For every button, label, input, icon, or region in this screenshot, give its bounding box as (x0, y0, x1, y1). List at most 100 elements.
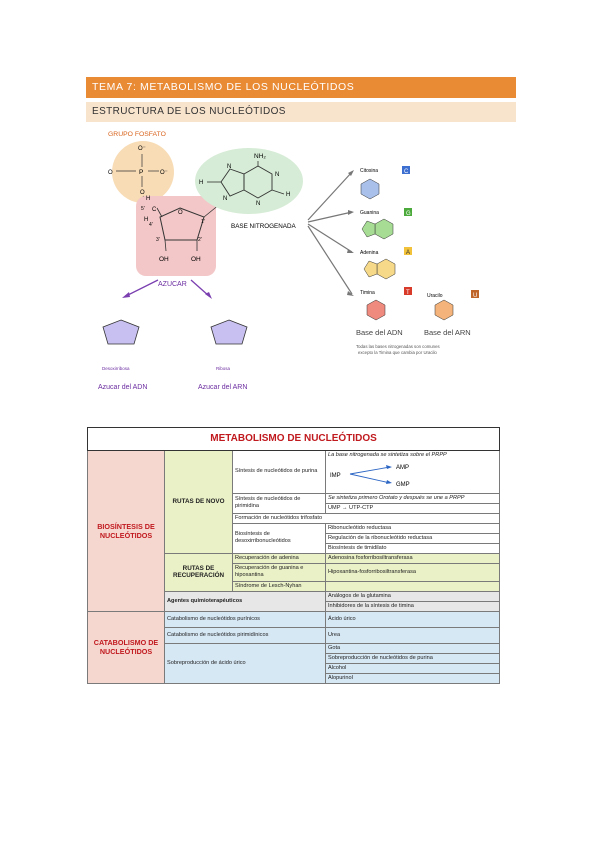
atom-c3-label: 3' (156, 237, 160, 243)
atom-h-3: H (199, 180, 203, 186)
base-highlight (195, 148, 303, 214)
phosphate-group-highlight (112, 141, 174, 203)
table-row: CATABOLISMO DE NUCLEÓTIDOS Catabolismo d… (87, 610, 501, 684)
table-row: Recuperación de guanina e hipoxantina Hi… (88, 562, 501, 582)
urea-cell: Urea (324, 626, 501, 644)
timina-molecule (366, 299, 386, 321)
atom-h-2: H (144, 217, 148, 223)
atom-n-4: N (227, 164, 231, 170)
atom-o-left: O (108, 170, 113, 176)
citosina-molecule (360, 178, 380, 200)
table-row: Síntesis de nucleótidos de pirimidina Se… (88, 492, 501, 514)
cat-pirimidinicos-cell: Catabolismo de nucleótidos pirimidínicos (164, 626, 326, 644)
atom-c2-label: 2' (198, 237, 202, 243)
metabolism-table: METABOLISMO DE NUCLEÓTIDOS BIOSÍNTESIS D… (86, 427, 501, 684)
purina-note: La base nitrogenada se sintetiza sobre e… (328, 452, 447, 458)
catabolismo-header: CATABOLISMO DE NUCLEÓTIDOS (87, 610, 165, 684)
atom-p: P (139, 169, 143, 176)
purina-detail-cell: La base nitrogenada se sintetiza sobre e… (324, 450, 501, 494)
hipoxantina-guanina-cell: Hipoxantina-fosforribosiltransferasa (324, 562, 501, 582)
base-t-letter: T (406, 290, 410, 296)
adenina-molecule-ring1 (376, 258, 396, 280)
deoxyribose-label: Desoxirribosa (102, 366, 130, 371)
dna-sugar-caption: Azucar del ADN (98, 384, 147, 391)
guanina-molecule-ring1 (374, 218, 394, 240)
recuperacion-adenina-cell: Recuperación de adenina (232, 552, 326, 564)
table-row: Alopurinol (88, 672, 501, 684)
gota-cell: Gota (324, 642, 501, 654)
base-g-badge (404, 208, 412, 216)
sintesis-purina-cell: Síntesis de nucleótidos de purina (232, 450, 326, 494)
base-a-badge (404, 247, 412, 255)
base-u-letter: U (473, 293, 477, 299)
atom-c4-label: 4' (149, 222, 153, 228)
bases-note-line1: Todas las bases nitrogenadas son comunes (356, 344, 440, 349)
atom-oh-2: OH (191, 256, 201, 263)
biosintesis-header: BIOSÍNTESIS DE NUCLEÓTIDOS (87, 450, 165, 612)
adenina-molecule-ring2 (363, 260, 378, 278)
base-adenina-label: Adenina (360, 250, 379, 256)
atom-c1-label: 1' (201, 219, 205, 225)
pirimidina-note-cell: Se sintetiza primero Orotato y después s… (324, 492, 501, 504)
rna-sugar-caption: Azucar del ARN (198, 384, 247, 391)
atom-o-minus-top: O⁻ (138, 146, 146, 152)
atom-o-bottom: O (140, 190, 145, 196)
regulacion-reductasa-cell: Regulación de la ribonucleótido reductas… (324, 532, 501, 544)
amp-label: AMP (396, 465, 409, 471)
sugar-label: AZUCAR (158, 281, 187, 288)
sugar-highlight (136, 196, 216, 276)
agentes-cell: Agentes quimioterapéuticos (164, 590, 326, 612)
atom-n-1: N (275, 172, 279, 178)
chapter-title-bar: TEMA 7: METABOLISMO DE LOS NUCLEÓTIDOS (86, 77, 516, 98)
section-title: ESTRUCTURA DE LOS NUCLEÓTIDOS (92, 106, 286, 117)
ump-cell: UMP → UTP-CTP (324, 502, 501, 514)
atom-o-minus-right: O⁻ (160, 170, 168, 176)
sugar-arrows (125, 279, 210, 297)
base-uracilo-label: Uracilo (427, 293, 443, 299)
sobreproduccion-acido-cell: Sobreproducción de ácido úrico (164, 642, 326, 684)
rna-bases-caption: Base del ARN (424, 328, 471, 337)
imp-label: IMP (330, 473, 341, 479)
biosintesis-desoxi-cell: Biosíntesis de desoxirribonucleótidos (232, 522, 326, 554)
adenosina-fosforribosil-cell: Adenosina fosforribosiltransferasa (324, 552, 501, 564)
base-arrows (307, 171, 353, 295)
atom-n-2: N (256, 201, 260, 207)
acido-urico-cell: Ácido úrico (324, 610, 501, 628)
atom-c5-label: 5' (141, 206, 145, 212)
sobreproduccion-purina-cell: Sobreproducción de nucleótidos de purina (324, 652, 501, 664)
base-label: BASE NITROGENADA (231, 223, 297, 230)
table-row: Agentes quimioterapéuticos Análogos de l… (88, 590, 501, 612)
sintesis-pirimidina-cell: Síntesis de nucleótidos de pirimidina (232, 492, 326, 514)
section-title-bar: ESTRUCTURA DE LOS NUCLEÓTIDOS (86, 102, 516, 122)
atom-o-ring: O (178, 210, 183, 216)
guanina-molecule-ring2 (361, 220, 376, 238)
pentose-ring (159, 207, 205, 241)
table-row: Catabolismo de nucleótidos pirimidínicos… (88, 626, 501, 644)
inhibidores-timina-cell: Inhibidores de la síntesis de timina (324, 600, 501, 612)
table-row: Formación de nucleótidos trifosfato (88, 512, 501, 524)
lesch-nyhan-empty-cell (324, 580, 501, 592)
phosphate-label: GRUPO FOSFATO (108, 131, 166, 138)
alcohol-cell: Alcohol (324, 662, 501, 674)
chapter-title: TEMA 7: METABOLISMO DE LOS NUCLEÓTIDOS (92, 81, 355, 93)
atom-h-1: H (146, 196, 150, 202)
base-u-badge (471, 290, 479, 298)
atom-h-4: H (286, 192, 290, 198)
nucleotide-structure-diagram: GRUPO FOSFATO O⁻ O P O⁻ O 5' C H H O 4' … (98, 131, 479, 391)
base-t-badge (404, 287, 412, 295)
base-c-letter: C (404, 169, 409, 175)
cat-purinicos-cell: Catabolismo de nucleótidos purínicos (164, 610, 326, 628)
imp-branch-diagram: IMP AMP GMP (330, 464, 410, 488)
base-guanina-label: Guanina (360, 210, 379, 216)
atom-n-3: N (223, 196, 227, 202)
base-c-badge (402, 166, 410, 174)
purine-imidazole-ring (220, 168, 245, 197)
table-title: METABOLISMO DE NUCLEÓTIDOS (86, 427, 501, 451)
rutas-novo-header: RUTAS DE NOVO (164, 450, 233, 554)
alopurinol-cell: Alopurinol (324, 672, 501, 684)
table-row: Sobreproducción de ácido úrico Gota (88, 642, 501, 684)
recuperacion-guanina-cell: Recuperación de guanina e hipoxantina (232, 562, 326, 582)
gmp-label: GMP (396, 482, 410, 488)
bases-note-line2: excepto la Timina que cambia por Uracilo (358, 350, 437, 355)
table-row: BIOSÍNTESIS DE NUCLEÓTIDOS RUTAS DE NOVO… (87, 450, 501, 612)
